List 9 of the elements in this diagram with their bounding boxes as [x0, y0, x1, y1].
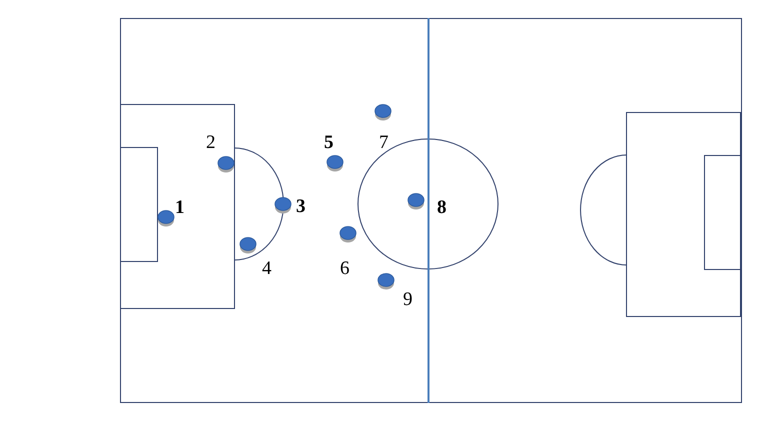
player-number: 8 — [437, 198, 446, 217]
player-number: 6 — [340, 259, 350, 278]
player-number: 3 — [296, 197, 306, 216]
player-number: 7 — [379, 133, 388, 152]
player-number: 9 — [403, 290, 412, 309]
player-number: 1 — [175, 198, 184, 217]
player-number: 4 — [262, 259, 272, 278]
player-number: 5 — [324, 133, 334, 152]
player-number: 2 — [206, 133, 216, 152]
